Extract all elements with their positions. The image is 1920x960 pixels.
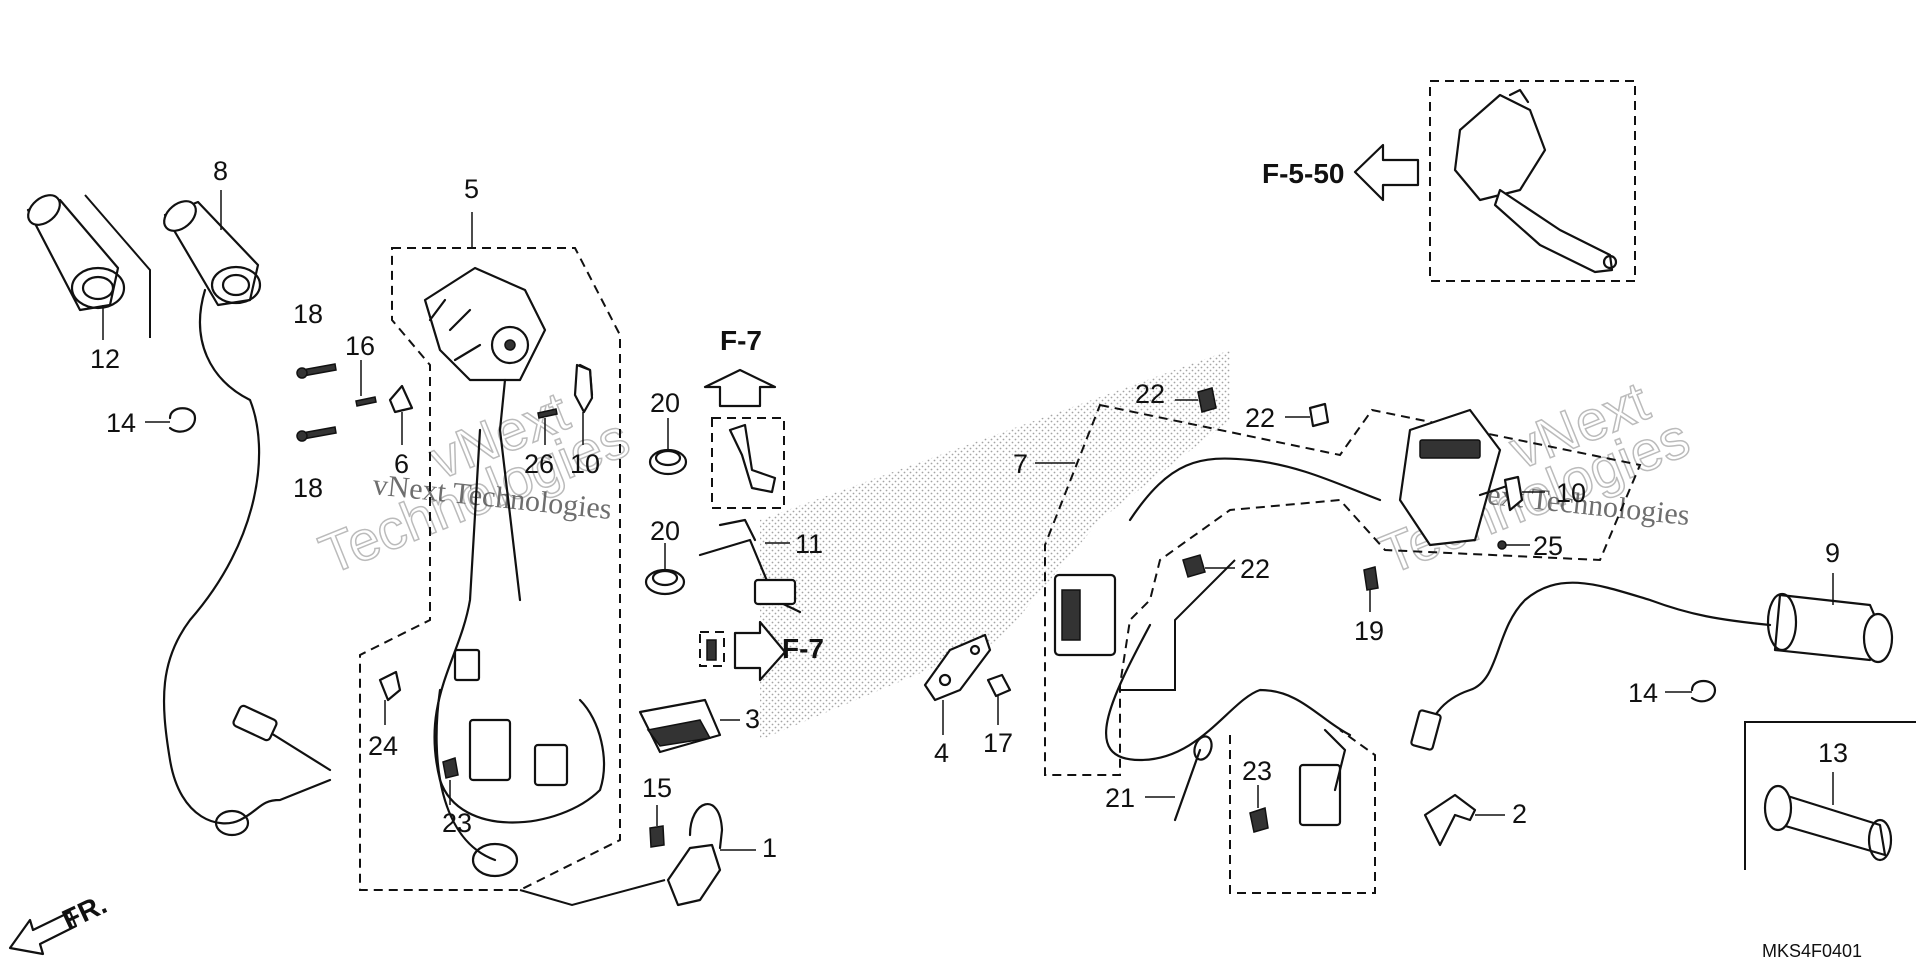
callout-2: 2 xyxy=(1512,799,1527,829)
ref-f7-mid-label: F-7 xyxy=(782,633,824,664)
callout-15: 15 xyxy=(642,773,672,803)
callout-5: 5 xyxy=(464,174,479,204)
callout-13: 13 xyxy=(1818,738,1848,768)
ref-f5-50: F-5-50 xyxy=(1262,80,1636,282)
part-9-heated-grip xyxy=(1410,573,1894,751)
callout-22-a: 22 xyxy=(1135,379,1165,409)
part-16-screw xyxy=(355,360,377,407)
part-f7-mid-screw xyxy=(699,631,725,667)
callout-10-right: 10 xyxy=(1556,478,1586,508)
diagram-code: MKS4F0401 xyxy=(1762,941,1862,960)
callout-26: 26 xyxy=(524,449,554,479)
callouts: 1 2 3 4 5 6 7 8 9 10 10 11 12 13 14 14 1… xyxy=(90,156,1848,863)
callout-20-top: 20 xyxy=(650,388,680,418)
part-15-bolt xyxy=(649,805,665,848)
part-20-sleeve-top xyxy=(648,418,688,476)
ref-f7-top-label: F-7 xyxy=(720,325,762,356)
callout-17: 17 xyxy=(983,728,1013,758)
front-direction-arrow: FR. xyxy=(8,888,111,956)
callout-6: 6 xyxy=(394,449,409,479)
part-6-clamp xyxy=(388,384,414,445)
callout-11: 11 xyxy=(795,529,823,559)
callout-22-b: 22 xyxy=(1245,403,1275,433)
callout-21: 21 xyxy=(1105,783,1135,813)
callout-20-bottom: 20 xyxy=(650,516,680,546)
part-20-sleeve-bottom xyxy=(644,543,686,596)
callout-9: 9 xyxy=(1825,538,1840,568)
part-22-clip-c xyxy=(1182,554,1235,578)
ref-f7-mid: F-7 xyxy=(733,620,824,682)
part-17-nut xyxy=(986,673,1012,725)
part-22-clip-b xyxy=(1285,402,1330,428)
part-11-bracket xyxy=(698,518,802,614)
callout-14-left: 14 xyxy=(106,408,136,438)
part-25-screw xyxy=(1497,540,1530,550)
callout-23-left: 23 xyxy=(442,808,472,838)
part-10-bracket-right xyxy=(1503,475,1545,512)
part-2-bracket xyxy=(1423,793,1505,847)
ref-f5-50-label: F-5-50 xyxy=(1262,158,1344,189)
part-21-tie-strap xyxy=(1145,735,1213,822)
callout-7: 7 xyxy=(1013,449,1028,479)
callout-14-right: 14 xyxy=(1628,678,1658,708)
stipple-background xyxy=(760,350,1230,740)
callout-4: 4 xyxy=(934,738,949,768)
part-1-bracket xyxy=(519,803,756,907)
callout-3: 3 xyxy=(745,704,760,734)
part-26-screw xyxy=(537,408,558,445)
part-14-clip-left xyxy=(145,407,197,433)
callout-24: 24 xyxy=(368,731,398,761)
part-12-grip xyxy=(26,194,151,340)
part-7-right-switch-harness xyxy=(1053,408,1522,827)
part-23-clamp-left xyxy=(442,757,459,805)
part-5-box xyxy=(359,247,621,891)
callout-25: 25 xyxy=(1533,531,1563,561)
part-4-bracket xyxy=(923,633,992,735)
callout-1: 1 xyxy=(762,833,777,863)
ref-f7-top: F-7 xyxy=(703,325,785,509)
part-13-grip xyxy=(1744,721,1916,870)
callout-10-left: 10 xyxy=(570,449,600,479)
callout-19: 19 xyxy=(1354,616,1384,646)
part-23-clamp-right xyxy=(1249,785,1269,833)
callout-18-top: 18 xyxy=(293,299,323,329)
part-7-box xyxy=(1044,403,1642,776)
part-3-connector-block xyxy=(638,698,740,754)
callout-12: 12 xyxy=(90,344,120,374)
part-18-screws xyxy=(296,363,337,442)
part-24-clip xyxy=(378,670,402,725)
callout-23-right: 23 xyxy=(1242,756,1272,786)
part-10-bracket-left xyxy=(573,363,594,445)
part-19-screw xyxy=(1363,566,1379,612)
part-5-left-switch xyxy=(423,266,606,878)
callout-16: 16 xyxy=(345,331,375,361)
callout-22-c: 22 xyxy=(1240,554,1270,584)
part-14-clip-right xyxy=(1665,679,1717,703)
part-22-clip-a xyxy=(1175,387,1217,413)
part-8-heated-grip xyxy=(162,190,332,837)
callout-18-bottom: 18 xyxy=(293,473,323,503)
callout-8: 8 xyxy=(213,156,228,186)
part-23-box-right xyxy=(1229,729,1376,894)
